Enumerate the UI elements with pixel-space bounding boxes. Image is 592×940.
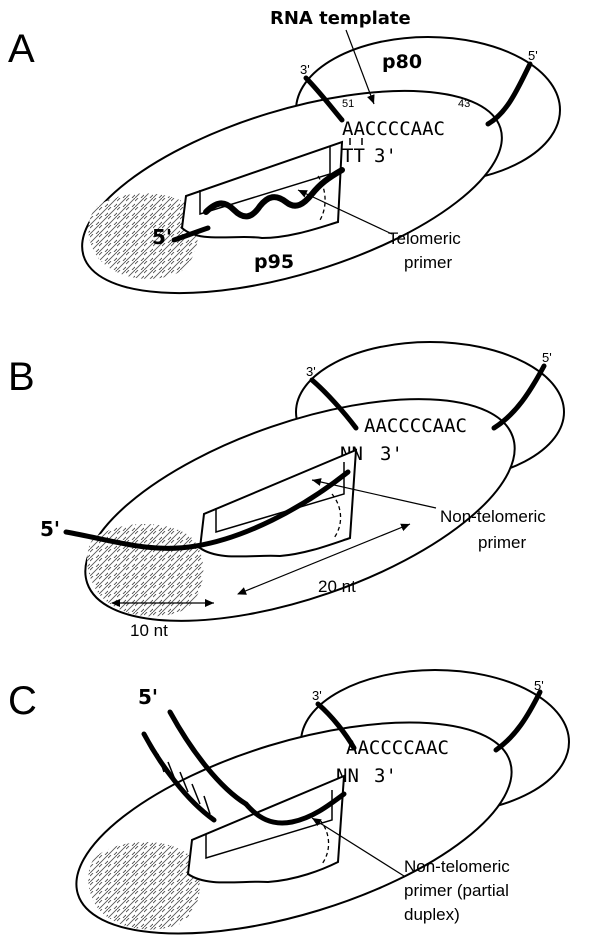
rna-5prime-label: 5' — [542, 350, 552, 365]
primer-5prime-label: 5' — [152, 225, 172, 249]
template-sequence: AACCCCAAC — [364, 415, 467, 437]
primer-5prime-label: 5' — [138, 685, 158, 709]
primer-label-line1: Non-telomeric — [404, 857, 510, 876]
p95-label: p95 — [254, 251, 294, 273]
position-51: 51 — [342, 98, 354, 110]
primer-label-line3: duplex) — [404, 905, 460, 924]
rna-template-label: RNA template — [270, 8, 411, 29]
rna-3prime-label: 3' — [300, 62, 310, 77]
primer-label-line1: Non-telomeric — [440, 507, 546, 526]
position-43: 43 — [458, 98, 470, 110]
panel-a: A 3' 5' p80 p95 RNA template 51 43 AACCC… — [8, 8, 560, 334]
template-sequence: AACCCCAAC — [346, 737, 449, 759]
template-sequence: AACCCCAAC — [342, 118, 445, 140]
panel-a-letter: A — [8, 27, 35, 71]
primer-5prime-label: 5' — [40, 517, 60, 541]
primer-label-line1: Telomeric — [388, 229, 461, 248]
distance-10nt-label: 10 nt — [130, 621, 168, 640]
distance-20nt-label: 20 nt — [318, 577, 356, 596]
p80-label: p80 — [382, 51, 422, 73]
rna-3prime-label: 3' — [312, 688, 322, 703]
rna-5prime-label: 5' — [528, 48, 538, 63]
panel-b: B 3' 5' AACCCCAAC NN 3' 5' Non-telomeric… — [8, 342, 564, 666]
panel-c: C 3' 5' AACCCCAAC NN 3' 5' Non-telomeric… — [8, 670, 569, 940]
primer-label-line2: primer — [404, 253, 453, 272]
primer-3prime-label: 3' — [374, 765, 397, 787]
rna-5prime-label: 5' — [534, 678, 544, 693]
primer-3prime-label: 3' — [380, 443, 403, 465]
primer-label-line2: primer (partial — [404, 881, 509, 900]
primer-3prime-bases: TT — [342, 145, 365, 167]
panel-b-letter: B — [8, 355, 35, 399]
primer-label-line2: primer — [478, 533, 527, 552]
primer-3prime-label: 3' — [374, 145, 397, 167]
rna-3prime-label: 3' — [306, 364, 316, 379]
panel-c-letter: C — [8, 679, 37, 723]
